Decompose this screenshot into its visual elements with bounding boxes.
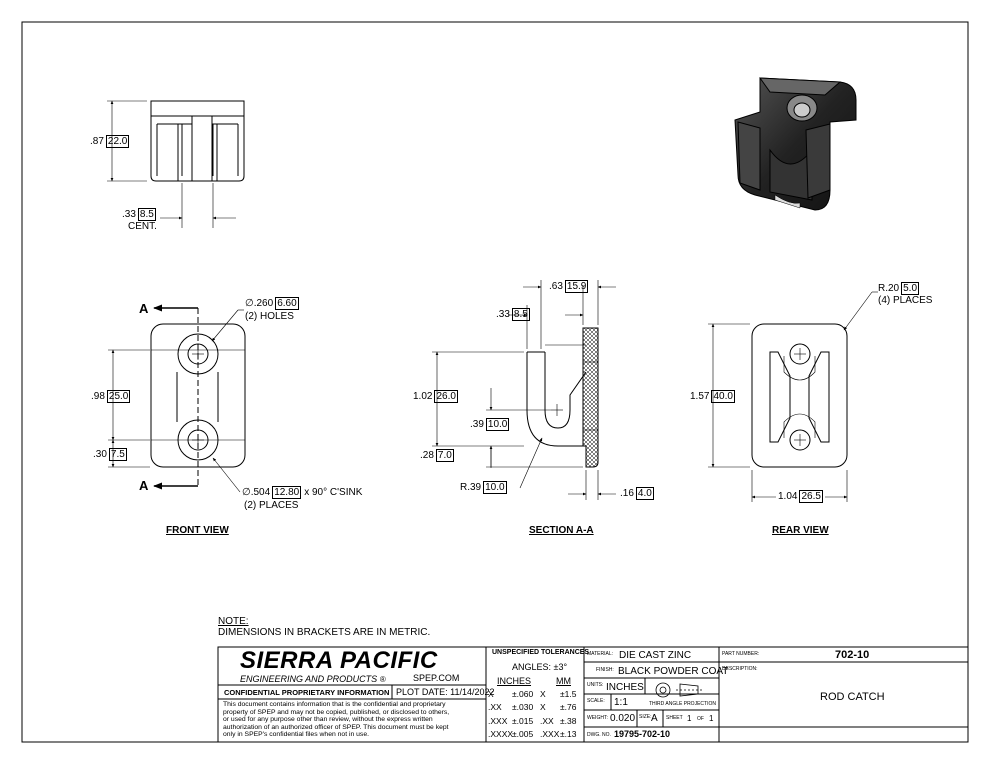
isometric-render bbox=[734, 77, 857, 211]
rear-radius-count: (4) PLACES bbox=[878, 295, 933, 306]
size-label: SIZE: bbox=[639, 714, 652, 720]
csink-count: (2) PLACES bbox=[244, 500, 299, 511]
third-angle-projection-icon bbox=[655, 682, 702, 698]
scale-label: SCALE: bbox=[587, 698, 605, 704]
dwg-no-value: 19795-702-10 bbox=[614, 729, 671, 739]
section-gap-mm: 8.5 bbox=[511, 308, 530, 321]
sheet-label: SHEET bbox=[666, 715, 683, 721]
tolerance-angles: ANGLES: ±3° bbox=[512, 662, 568, 672]
note-heading: NOTE: bbox=[218, 616, 249, 627]
registered-mark-icon: ® bbox=[379, 675, 386, 684]
top-height-dim-mm: 22.0 bbox=[105, 135, 130, 148]
section-label-top: A bbox=[139, 301, 149, 316]
part-number-label: PART NUMBER: bbox=[722, 651, 760, 657]
company-sub: ENGINEERING AND PRODUCTS ® bbox=[240, 674, 386, 684]
tolerance-row: .XXXX±.005.XXX±.13 bbox=[488, 729, 577, 740]
material-value: DIE CAST ZINC bbox=[619, 650, 692, 661]
confidential-text: This document contains information that … bbox=[223, 701, 450, 739]
section-thick-mm: 4.0 bbox=[635, 487, 654, 500]
section-hook-mm: 10.0 bbox=[485, 418, 510, 431]
section-view bbox=[432, 280, 616, 500]
plot-date: PLOT DATE: 11/14/2022 bbox=[396, 687, 495, 697]
rear-view-title: REAR VIEW bbox=[772, 525, 829, 536]
of-label: OF bbox=[697, 716, 704, 722]
tolerance-inches-label: INCHES bbox=[497, 676, 532, 686]
front-spacing-mm: 25.0 bbox=[106, 390, 131, 403]
weight-value: 0.020 bbox=[610, 713, 636, 724]
hole-dia-mm: 6.60 bbox=[275, 297, 299, 310]
scale-value: 1:1 bbox=[614, 697, 628, 708]
rear-width-mm: 26.5 bbox=[799, 490, 823, 503]
confidential-heading: CONFIDENTIAL PROPRIETARY INFORMATION bbox=[224, 688, 390, 697]
note-text: DIMENSIONS IN BRACKETS ARE IN METRIC. bbox=[218, 627, 431, 638]
section-depth-mm: 15.9 bbox=[564, 280, 589, 293]
tolerance-mm-label: MM bbox=[556, 676, 571, 686]
hole-count: (2) HOLES bbox=[245, 311, 294, 322]
size-value: A bbox=[651, 713, 658, 724]
section-radius-mm: 10.0 bbox=[483, 481, 507, 494]
material-label: MATERIAL: bbox=[587, 651, 614, 657]
section-height-mm: 26.0 bbox=[434, 390, 458, 403]
sheet-total: 1 bbox=[709, 714, 714, 723]
weight-label: WEIGHT: bbox=[587, 715, 608, 721]
dwg-no-label: DWG. NO. bbox=[587, 732, 611, 738]
front-bottom-mm: 7.5 bbox=[108, 448, 127, 461]
description-value: ROD CATCH bbox=[820, 691, 885, 703]
units-value: INCHES bbox=[606, 682, 644, 693]
section-label-bottom: A bbox=[139, 478, 149, 493]
rear-height-mm: 40.0 bbox=[711, 390, 735, 403]
front-view bbox=[108, 304, 246, 493]
rear-radius-mm: 5.0 bbox=[901, 282, 920, 295]
top-view bbox=[107, 100, 245, 228]
rear-view bbox=[708, 291, 878, 502]
csink-mm: 12.80 bbox=[272, 486, 302, 499]
description-label: DESCRIPTION: bbox=[722, 666, 758, 672]
projection-label: THIRD ANGLE PROJECTION bbox=[649, 701, 716, 707]
top-cent-note: CENT. bbox=[128, 221, 157, 232]
section-view-title: SECTION A-A bbox=[529, 525, 594, 536]
company-name: SIERRA PACIFIC bbox=[240, 647, 438, 674]
sheet-value: 1 bbox=[687, 714, 692, 723]
part-number-value: 702-10 bbox=[835, 649, 870, 661]
company-website: SPEP.COM bbox=[413, 673, 460, 683]
section-low-mm: 7.0 bbox=[435, 449, 454, 462]
tolerances-heading: UNSPECIFIED TOLERANCES bbox=[492, 649, 590, 656]
tolerance-row: .XXX±.015.XX±.38 bbox=[488, 715, 577, 726]
finish-label: FINISH: bbox=[596, 667, 614, 673]
finish-value: BLACK POWDER COAT bbox=[618, 666, 729, 677]
units-label: UNITS: bbox=[587, 682, 604, 688]
top-cent-dim-mm: 8.5 bbox=[137, 208, 156, 221]
front-view-title: FRONT VIEW bbox=[166, 525, 229, 536]
